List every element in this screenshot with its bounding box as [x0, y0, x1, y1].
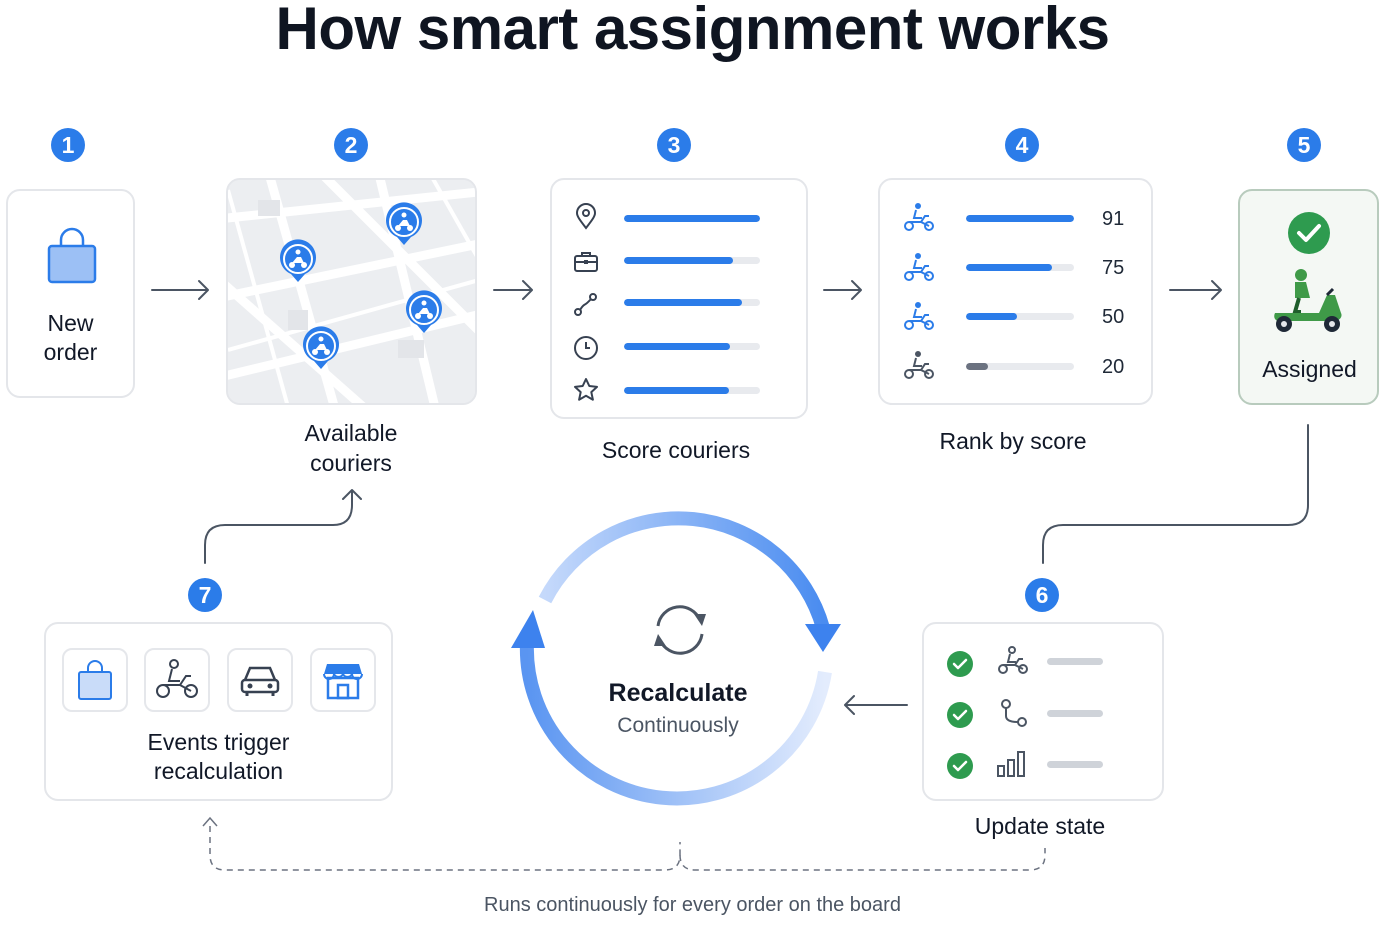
- connector-7-to-2: [204, 489, 362, 564]
- status-line: [1047, 710, 1103, 717]
- rank-bar: [966, 313, 1074, 320]
- assigned-label: Assigned: [1262, 356, 1357, 382]
- dashed-arrow-up-icon: [202, 816, 218, 827]
- status-line: [1047, 658, 1103, 665]
- scooter-rider-icon: [1274, 269, 1342, 332]
- score-couriers-label: Score couriers: [601, 437, 751, 463]
- score-bar: [624, 387, 760, 394]
- event-tile: [62, 648, 128, 712]
- checkmark-icon: [947, 753, 973, 779]
- scooter-icon: [998, 646, 1028, 674]
- checkmark-icon: [947, 651, 973, 677]
- update-state-card: [922, 622, 1164, 801]
- arrow-right-icon: [1169, 280, 1222, 300]
- events-card: Events trigger recalculation: [44, 622, 393, 801]
- rank-score: 20: [1102, 356, 1125, 378]
- step-badge-1: 1: [51, 128, 85, 162]
- score-bar: [624, 257, 760, 264]
- rank-by-score-card: 91 75 50 20: [878, 178, 1153, 405]
- arrow-left-icon: [844, 695, 908, 715]
- courier-map: [226, 178, 477, 405]
- step-badge-4: 4: [1005, 128, 1039, 162]
- rank-bar: [966, 363, 1074, 370]
- rank-score: 91: [1102, 208, 1125, 230]
- rank-score: 50: [1102, 306, 1125, 328]
- checkmark-icon: [947, 702, 973, 728]
- recalculate-subtitle: Continuously: [617, 714, 739, 737]
- rank-bar: [966, 215, 1074, 222]
- courier-pin-icon: [386, 202, 422, 245]
- new-order-label-line1: New: [47, 310, 94, 336]
- bar-chart-icon: [997, 751, 1025, 777]
- step-badge-2: 2: [334, 128, 368, 162]
- recalculate-cycle-ring: [511, 511, 841, 806]
- shopping-bag-icon: [47, 227, 97, 284]
- location-pin-icon: [575, 203, 597, 230]
- scooter-rider-icon: [904, 302, 934, 330]
- dashed-loop-right: [679, 848, 1046, 871]
- score-bar: [624, 343, 760, 350]
- status-line: [1047, 761, 1103, 768]
- rank-by-score-label: Rank by score: [939, 428, 1087, 454]
- checkmark-icon: [1288, 212, 1330, 254]
- courier-pin-icon: [303, 326, 339, 369]
- events-label-line2: recalculation: [153, 758, 284, 784]
- page-title: How smart assignment works: [275, 0, 1110, 62]
- scooter-rider-icon: [904, 203, 934, 231]
- refresh-icon: [654, 605, 706, 655]
- connector-5-to-6: [1042, 424, 1309, 564]
- rank-score: 75: [1102, 257, 1125, 279]
- clock-icon: [574, 336, 598, 360]
- score-bar: [624, 299, 760, 306]
- scooter-rider-icon: [904, 351, 934, 379]
- assigned-card: Assigned: [1238, 189, 1379, 405]
- events-label-line1: Events trigger: [147, 729, 290, 755]
- score-couriers-card: [550, 178, 808, 419]
- map-background: [228, 180, 475, 403]
- scooter-rider-icon: [904, 253, 934, 281]
- shopping-bag-icon: [78, 660, 112, 700]
- new-order-label-line2: order: [43, 339, 98, 365]
- rank-bar: [966, 264, 1074, 271]
- arrow-right-icon: [493, 280, 533, 300]
- score-bar: [624, 215, 760, 222]
- event-tile: [310, 648, 376, 712]
- storefront-icon: [323, 664, 363, 700]
- step-badge-7: 7: [188, 578, 222, 612]
- step-badge-6: 6: [1025, 578, 1059, 612]
- courier-pin-icon: [280, 239, 316, 282]
- event-tile: [227, 648, 293, 712]
- arrow-right-icon: [823, 280, 862, 300]
- step-badge-3: 3: [657, 128, 691, 162]
- scooter-rider-icon: [156, 659, 198, 698]
- arrow-right-icon: [151, 280, 209, 300]
- footer-note: Runs continuously for every order on the…: [484, 894, 901, 916]
- recalculate-title: Recalculate: [608, 679, 748, 707]
- star-icon: [574, 378, 598, 401]
- car-icon: [240, 666, 280, 696]
- courier-pin-icon: [406, 290, 442, 333]
- update-state-label: Update state: [974, 813, 1106, 839]
- event-tile: [144, 648, 210, 712]
- dashed-loop-left: [209, 826, 681, 871]
- route-icon: [1001, 699, 1027, 727]
- briefcase-icon: [574, 252, 598, 272]
- available-couriers-label-line1: Available: [304, 420, 398, 446]
- available-couriers-label-line2: couriers: [310, 450, 392, 476]
- route-icon: [574, 293, 597, 316]
- step-badge-5: 5: [1287, 128, 1321, 162]
- new-order-card: New order: [6, 189, 135, 398]
